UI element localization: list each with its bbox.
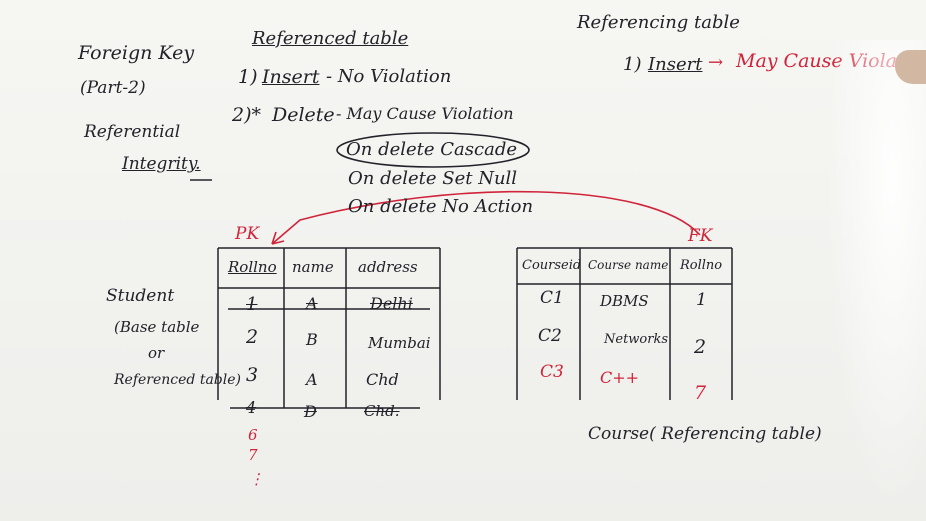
extra-row: ⋮ <box>249 470 264 488</box>
extra-row: 6 <box>248 426 258 444</box>
course-cell: C2 <box>538 326 562 346</box>
course-cell: Networks <box>604 332 669 347</box>
ref-no-violation: - No Violation <box>326 66 452 87</box>
course-caption: Course( Referencing table) <box>588 424 822 444</box>
course-cell: C3 <box>540 362 564 382</box>
presenter-hand <box>895 50 926 84</box>
referenced-heading: Referenced table <box>252 28 409 49</box>
referencing-heading: Referencing table <box>577 12 740 33</box>
student-cell: A <box>306 370 318 389</box>
student-cell: 3 <box>246 364 259 386</box>
student-side-label: Student <box>106 286 175 306</box>
course-col-name: Course name <box>588 258 669 272</box>
referential-label: Referential <box>84 122 181 142</box>
course-table-grid <box>516 247 733 400</box>
student-cell: B <box>306 330 318 349</box>
fk-label: FK <box>688 226 713 246</box>
ref-insert-word: Insert <box>262 66 320 88</box>
cascade-oval <box>336 132 530 168</box>
rfg-item1-num: 1) <box>623 54 642 75</box>
or-label: or <box>148 344 165 362</box>
ref-delete-word: Delete <box>272 104 335 126</box>
topic-title: Foreign Key <box>78 42 195 64</box>
student-cell: Chd <box>366 370 399 389</box>
student-table-grid <box>217 247 441 409</box>
pk-label: PK <box>235 224 260 244</box>
glare <box>826 40 926 510</box>
course-cell: DBMS <box>600 292 649 310</box>
course-cell: 2 <box>694 336 707 358</box>
fk-to-pk-arrow <box>271 190 701 245</box>
extra-row: 7 <box>248 446 258 464</box>
student-col-address: address <box>358 258 418 276</box>
integrity-label: Integrity. <box>122 154 201 174</box>
course-cell: 1 <box>696 290 707 310</box>
course-col-rollno: Rollno <box>680 258 723 273</box>
student-col-name: name <box>292 258 334 276</box>
student-cell: Chd. <box>364 402 400 420</box>
ref-item2-num: 2)* <box>232 104 262 126</box>
rfg-arrow: → <box>708 52 724 73</box>
arrowhead <box>271 231 285 245</box>
ref-may-cause: - May Cause Violation <box>336 104 514 123</box>
part-label: (Part-2) <box>80 78 146 98</box>
opt-set-null: On delete Set Null <box>348 168 518 189</box>
opt-no-action: On delete No Action <box>348 196 534 217</box>
student-cell: Delhi <box>370 294 413 313</box>
student-cell: 1 <box>246 294 258 315</box>
student-cell: 2 <box>246 326 259 348</box>
course-cell: C++ <box>600 368 640 387</box>
course-cell: C1 <box>540 288 564 308</box>
ref-item1-num: 1) <box>238 66 258 88</box>
student-cell: A <box>306 294 318 313</box>
referenced-table-label: Referenced table) <box>114 372 241 388</box>
opt-cascade: On delete Cascade <box>346 139 517 160</box>
student-cell: Mumbai <box>368 334 431 352</box>
rfg-insert-word: Insert <box>648 54 703 75</box>
student-col-rollno: Rollno <box>228 258 277 276</box>
student-cell: D <box>304 402 317 421</box>
course-cell: 7 <box>694 382 707 404</box>
student-cell: 4 <box>246 398 257 417</box>
base-table-label: (Base table <box>114 318 200 336</box>
course-col-id: Courseid <box>522 258 582 273</box>
